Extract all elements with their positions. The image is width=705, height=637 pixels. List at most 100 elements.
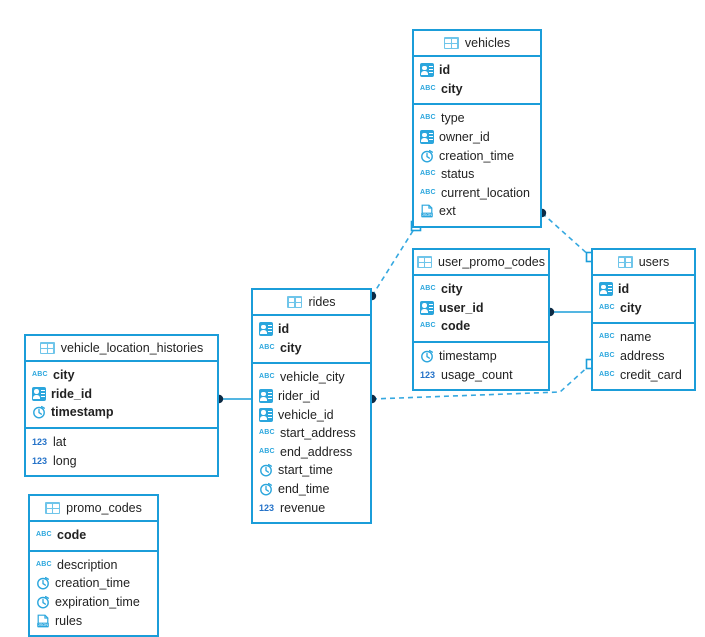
column-section-promo_codes: ABC description creation_time expiration_ti…: [30, 552, 157, 635]
abc-text-icon: ABC: [259, 429, 275, 437]
abc-text-icon: ABC: [36, 560, 52, 568]
table-grid-icon: [617, 256, 633, 268]
table-grid-icon: [443, 37, 459, 49]
column-name: city: [620, 300, 642, 315]
column-name: start_address: [280, 426, 356, 441]
column-name: city: [280, 340, 302, 355]
id-card-icon: [32, 386, 46, 401]
primary-key-row[interactable]: id: [593, 280, 694, 299]
primary-key-row[interactable]: ABC city: [253, 339, 370, 358]
primary-key-row[interactable]: id: [253, 320, 370, 339]
primary-key-row[interactable]: ride_id: [26, 385, 217, 404]
relationship-vlh-to-rides[interactable]: [214, 394, 251, 404]
column-row[interactable]: ABC start_address: [253, 424, 370, 443]
column-name: rules: [55, 613, 83, 628]
id-card-icon: [599, 282, 613, 297]
column-row[interactable]: vehicle_id: [253, 405, 370, 424]
column-row[interactable]: end_time: [253, 480, 370, 499]
table-header-user_promo_codes[interactable]: user_promo_codes: [414, 250, 548, 276]
abc-text-icon: ABC: [259, 343, 275, 351]
column-name: expiration_time: [55, 595, 140, 610]
column-row[interactable]: rider_id: [253, 387, 370, 406]
primary-key-row[interactable]: timestamp: [26, 403, 217, 422]
table-header-vehicle_location_histories[interactable]: vehicle_location_histories: [26, 336, 217, 362]
id-card-icon: [420, 63, 434, 78]
column-row[interactable]: JSON rules: [30, 611, 157, 630]
column-row[interactable]: expiration_time: [30, 593, 157, 612]
column-name: end_time: [278, 482, 330, 497]
table-header-users[interactable]: users: [593, 250, 694, 276]
table-header-promo_codes[interactable]: promo_codes: [30, 496, 157, 522]
clock-icon: [259, 482, 273, 496]
abc-text-icon: ABC: [259, 373, 275, 381]
abc-text-icon: ABC: [36, 531, 52, 539]
column-name: description: [57, 557, 118, 572]
column-name: code: [441, 319, 471, 334]
column-row[interactable]: ABC credit_card: [593, 365, 694, 384]
abc-text-icon: ABC: [420, 84, 436, 92]
column-row[interactable]: 123 usage_count: [414, 365, 548, 384]
column-name: credit_card: [620, 367, 682, 382]
column-row[interactable]: creation_time: [414, 146, 540, 165]
abc-text-icon: ABC: [599, 370, 615, 378]
json-document-icon: JSON: [36, 614, 50, 628]
abc-text-icon: ABC: [420, 114, 436, 122]
id-card-icon: [420, 130, 434, 145]
clock-icon: [420, 149, 434, 163]
table-grid-icon: [417, 256, 432, 268]
column-name: owner_id: [439, 130, 490, 145]
column-name: timestamp: [439, 349, 497, 364]
column-name: rider_id: [278, 389, 320, 404]
primary-key-row[interactable]: id: [414, 61, 540, 80]
column-row[interactable]: ABC type: [414, 109, 540, 128]
column-row[interactable]: ABC description: [30, 556, 157, 575]
column-name: ride_id: [51, 386, 92, 401]
column-name: vehicle_id: [278, 407, 334, 422]
column-name: lat: [53, 435, 67, 450]
column-row[interactable]: start_time: [253, 461, 370, 480]
clock-icon: [36, 576, 50, 590]
column-row[interactable]: creation_time: [30, 574, 157, 593]
clock-icon: [259, 463, 273, 477]
table-title: rides: [308, 295, 336, 309]
abc-text-icon: ABC: [420, 188, 436, 196]
123-number-icon: 123: [420, 369, 436, 380]
column-name: name: [620, 330, 652, 345]
column-row[interactable]: owner_id: [414, 128, 540, 147]
table-title: users: [638, 255, 670, 269]
clock-icon: [420, 349, 434, 363]
table-header-rides[interactable]: rides: [253, 290, 370, 316]
primary-key-row[interactable]: user_id: [414, 299, 548, 318]
column-name: usage_count: [441, 367, 513, 382]
id-card-icon: [259, 389, 273, 404]
relationship-upc-to-users[interactable]: [545, 307, 591, 317]
column-name: creation_time: [439, 148, 515, 163]
table-header-vehicles[interactable]: vehicles: [414, 31, 540, 57]
column-name: type: [441, 111, 465, 126]
column-row[interactable]: timestamp: [414, 347, 548, 366]
123-number-icon: 123: [259, 502, 275, 513]
